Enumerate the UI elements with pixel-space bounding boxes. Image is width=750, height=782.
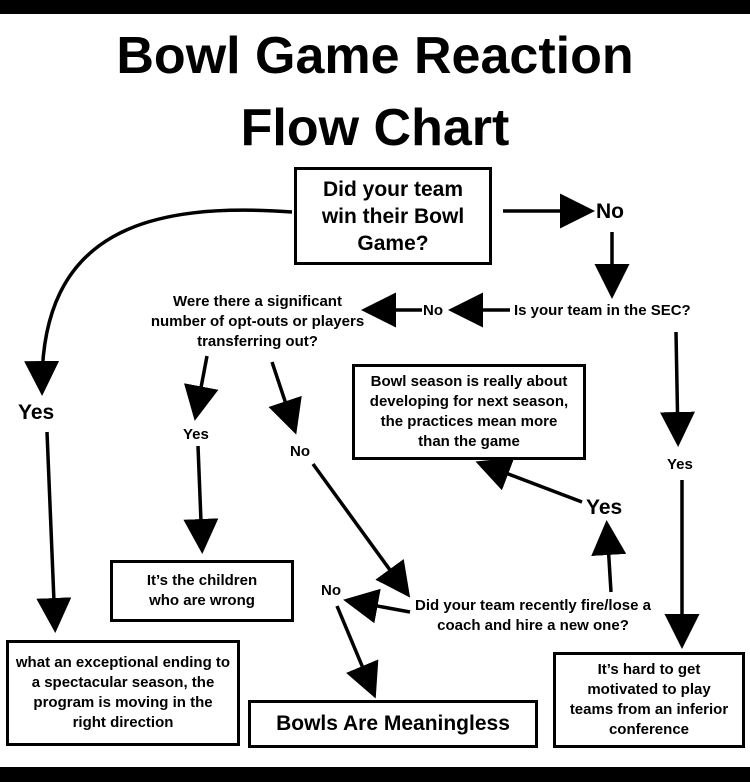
arrow-yes-to-developing (475, 457, 583, 504)
arrow-start-to-yes (24, 208, 293, 396)
start-question-box: Did your team win their Bowl Game? (294, 167, 492, 265)
arrow-yes-to-children (183, 445, 219, 554)
flowchart-canvas: Bowl Game Reaction Flow Chart Did your t… (0, 14, 750, 767)
coach-no-label: No (321, 582, 341, 599)
win-yes-label: Yes (18, 401, 55, 424)
optout-no-label: No (290, 443, 310, 460)
arrow-coach-to-yes (591, 520, 627, 593)
exceptional-box: what an exceptional ending to a spectacu… (6, 640, 240, 746)
arrow-coach-to-no (343, 588, 411, 624)
sec-question-text: Is your team in the SEC? (514, 302, 691, 319)
arrow-optout-to-yes (184, 355, 219, 421)
optout-question-text: Were there a significant number of opt-o… (150, 293, 365, 350)
title-line-2: Flow Chart (240, 99, 510, 157)
arrow-yes-to-exceptional (36, 431, 72, 633)
title-line-1: Bowl Game Reaction (116, 27, 634, 85)
developing-box: Bowl season is really about developing f… (352, 364, 586, 460)
arrow-optout-to-no (268, 361, 302, 435)
arrow-no-to-coach (311, 462, 411, 598)
coach-yes-label: Yes (586, 496, 623, 519)
coach-question-text: Did your team recently fire/lose a coach… (415, 597, 651, 634)
arrow-no-to-meaningless (335, 605, 379, 699)
arrow-sec-to-yes (659, 331, 695, 447)
optout-yes-label: Yes (183, 426, 209, 443)
inferior-conference-box: It’s hard to get motivated to play teams… (553, 652, 745, 748)
meaningless-box: Bowls Are Meaningless (248, 700, 538, 748)
sec-no-label: No (423, 302, 443, 319)
sec-yes-label: Yes (667, 456, 693, 473)
start-no-label: No (596, 200, 624, 223)
children-box: It’s the children who are wrong (110, 560, 294, 622)
arrow-layer (24, 193, 700, 699)
